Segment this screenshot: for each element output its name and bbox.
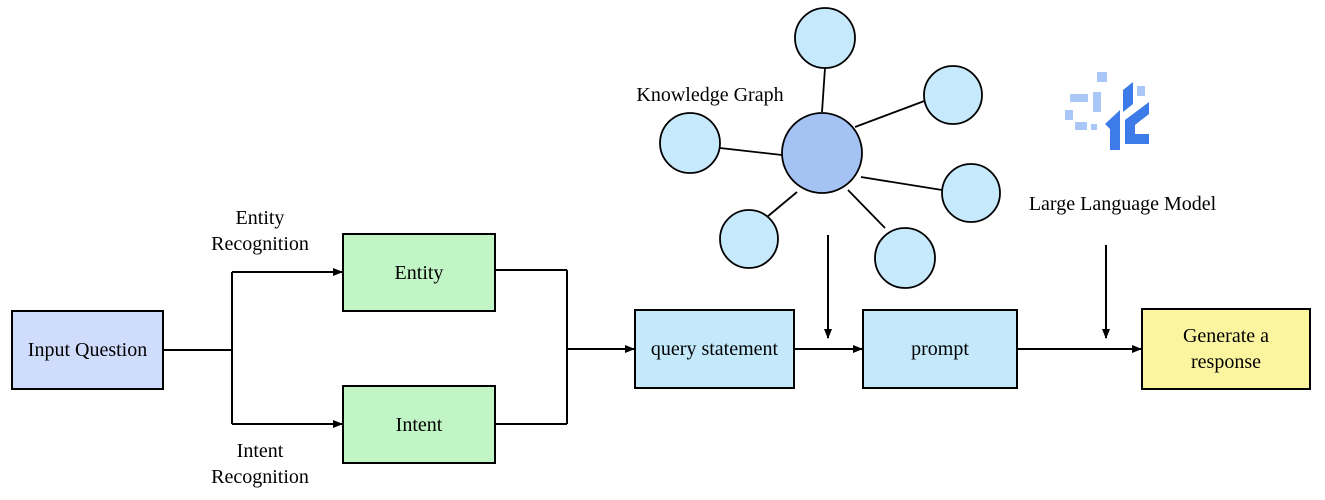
kg-node-center bbox=[781, 112, 863, 194]
intent-node: Intent bbox=[342, 385, 496, 464]
knowledge-graph bbox=[659, 7, 1001, 289]
query-statement-label: query statement bbox=[650, 338, 779, 360]
kg-edge-right bbox=[860, 176, 943, 191]
llm-logo-icon bbox=[1065, 72, 1149, 150]
generate-response-label: Generate a response bbox=[1182, 325, 1270, 373]
prompt-label: prompt bbox=[911, 338, 969, 360]
large-language-model-label: Large Language Model bbox=[1028, 193, 1217, 215]
kg-node-left bbox=[659, 112, 721, 174]
query-statement-node: query statement bbox=[634, 309, 795, 389]
kg-edge-bottom-right bbox=[847, 189, 886, 229]
kg-edge-bottom-left bbox=[766, 191, 798, 218]
kg-node-top-right bbox=[923, 65, 983, 125]
kg-edge-top-right bbox=[854, 99, 928, 128]
entity-node: Entity bbox=[342, 233, 496, 312]
entity-recognition-label: Entity Recognition bbox=[211, 207, 309, 255]
kg-edge-top bbox=[821, 67, 826, 113]
input-question-label: Input Question bbox=[27, 339, 148, 361]
input-question-node: Input Question bbox=[11, 310, 164, 390]
prompt-node: prompt bbox=[862, 309, 1018, 389]
kg-node-bottom-right bbox=[874, 227, 936, 289]
intent-recognition-label: Intent Recognition bbox=[211, 440, 309, 488]
kg-node-bottom-left bbox=[719, 209, 779, 269]
generate-response-node: Generate a response bbox=[1141, 308, 1311, 390]
entity-label: Entity bbox=[394, 261, 444, 284]
flow-connectors bbox=[163, 235, 1142, 428]
kg-node-top bbox=[794, 7, 856, 69]
kg-edge-left bbox=[719, 147, 783, 156]
kg-node-right bbox=[941, 163, 1001, 223]
intent-label: Intent bbox=[395, 413, 443, 436]
knowledge-graph-label: Knowledge Graph bbox=[636, 84, 784, 106]
